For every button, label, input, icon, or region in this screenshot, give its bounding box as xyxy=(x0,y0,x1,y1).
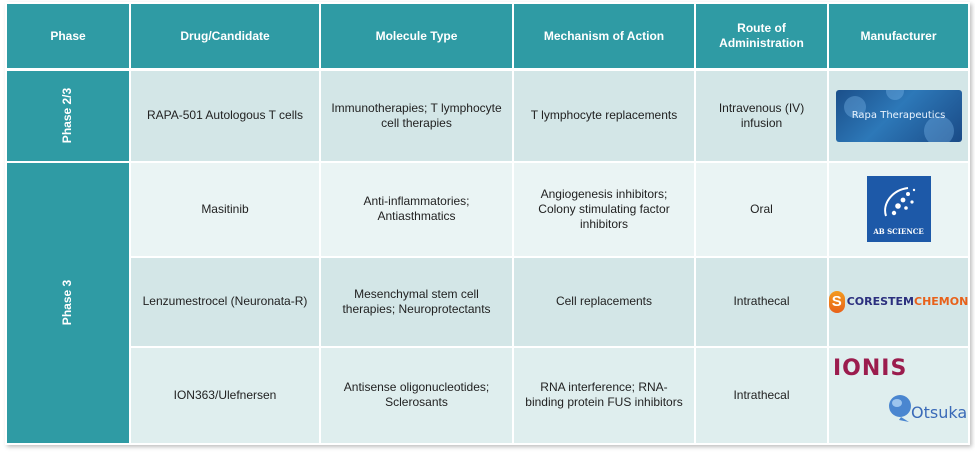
header-molecule-type: Molecule Type xyxy=(319,2,514,71)
mechanism-cell: RNA interference; RNA-binding protein FU… xyxy=(512,345,696,445)
table-row: ION363/Ulefnersen Antisense oligonucleot… xyxy=(6,345,970,445)
ionis-otsuka-logos: IONIS Otsuka xyxy=(829,355,968,435)
manufacturer-cell: AB SCIENCE xyxy=(827,160,970,258)
chemon-logo-text: CHEMON xyxy=(914,295,969,308)
table-row: Phase 3 Masitinib Anti-inflammatories; A… xyxy=(5,160,970,445)
header-phase: Phase xyxy=(5,2,131,71)
otsuka-logo-text: Otsuka xyxy=(911,403,968,423)
route-cell: Intrathecal xyxy=(694,345,829,445)
drug-cell: RAPA-501 Autologous T cells xyxy=(129,68,321,163)
route-cell: Intravenous (IV) infusion xyxy=(694,68,829,163)
manufacturer-cell: S CORESTEM CHEMON xyxy=(827,255,970,348)
molecule-cell: Mesenchymal stem cell therapies; Neuropr… xyxy=(319,255,514,348)
table-row: Lenzumestrocel (Neuronata-R) Mesenchymal… xyxy=(6,255,970,348)
phase-cell: Phase 3 xyxy=(5,160,131,445)
ab-science-logo-text: AB SCIENCE xyxy=(873,227,924,236)
pipeline-table: Phase Drug/Candidate Molecule Type Mecha… xyxy=(5,2,970,445)
mechanism-cell: T lymphocyte replacements xyxy=(512,68,696,163)
rapa-therapeutics-logo: Rapa Therapeutics xyxy=(835,89,962,142)
ab-science-mark-icon xyxy=(883,187,915,217)
drug-cell: Masitinib xyxy=(129,160,321,258)
molecule-cell: Anti-inflammatories; Antiasthmatics xyxy=(319,160,514,258)
route-cell: Intrathecal xyxy=(694,255,829,348)
manufacturer-cell: IONIS Otsuka xyxy=(827,345,970,445)
ab-science-logo: AB SCIENCE xyxy=(866,176,931,242)
corestem-logo-text: CORESTEM xyxy=(846,295,914,308)
table-row: Phase 2/3 RAPA-501 Autologous T cells Im… xyxy=(5,68,970,163)
corestem-s-icon: S xyxy=(828,290,845,313)
header-route: Route of Administration xyxy=(694,2,829,71)
route-cell: Oral xyxy=(694,160,829,258)
header-mechanism: Mechanism of Action xyxy=(512,2,696,71)
phase-label: Phase 2/3 xyxy=(60,88,75,144)
otsuka-mark-icon xyxy=(889,395,911,423)
mechanism-cell: Angiogenesis inhibitors; Colony stimulat… xyxy=(512,160,696,258)
molecule-cell: Immunotherapies; T lymphocyte cell thera… xyxy=(319,68,514,163)
rapa-logo-text: Rapa Therapeutics xyxy=(851,110,946,122)
molecule-cell: Antisense oligonucleotides; Sclerosants xyxy=(319,345,514,445)
ionis-logo-text: IONIS xyxy=(833,356,908,382)
drug-cell: Lenzumestrocel (Neuronata-R) xyxy=(129,255,321,348)
drug-cell: ION363/Ulefnersen xyxy=(129,345,321,445)
header-drug: Drug/Candidate xyxy=(129,2,321,71)
mechanism-cell: Cell replacements xyxy=(512,255,696,348)
phase-cell: Phase 2/3 xyxy=(5,68,131,163)
manufacturer-cell: Rapa Therapeutics xyxy=(827,68,970,163)
header-row: Phase Drug/Candidate Molecule Type Mecha… xyxy=(5,2,970,71)
header-manufacturer: Manufacturer xyxy=(827,2,970,71)
phase-label: Phase 3 xyxy=(60,280,75,326)
corestem-chemon-logo: S CORESTEM CHEMON xyxy=(828,290,969,313)
